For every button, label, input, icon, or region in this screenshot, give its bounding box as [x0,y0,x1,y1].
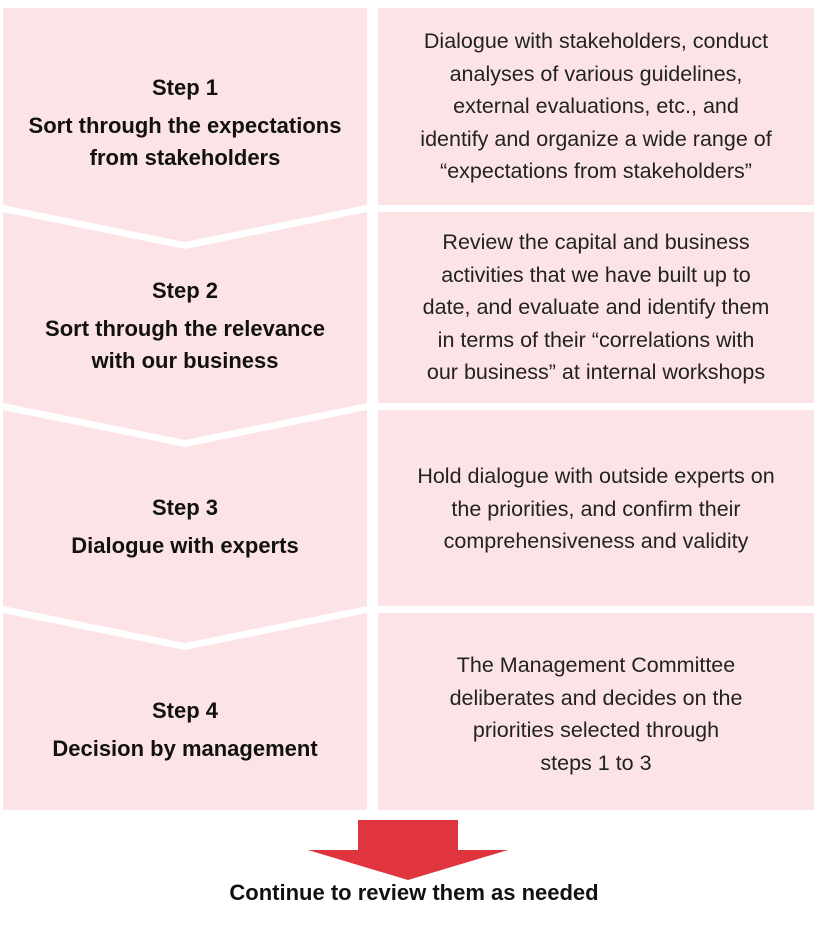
step-title: Step 1 [151,74,219,100]
description-line: “expectations from stakeholders” [440,159,752,184]
step-subtitle: Sort through the expectations [28,112,342,138]
step-title: Step 4 [151,698,219,723]
description-line: our business” at internal workshops [426,360,766,385]
description-line: priorities selected through [472,718,720,742]
step-2-chevron [3,212,367,440]
step-title: Step 3 [151,494,219,520]
description-line: analyses of various guidelines, [449,61,743,86]
step-3-chevron [3,410,367,643]
step-1-description: Dialogue with stakeholders, conduct anal… [378,8,814,205]
step-title: Step 2 [151,278,219,303]
description-line: deliberates and decides on the [449,685,743,710]
step-1-label: Step 1 Sort through the expectations fro… [3,40,367,205]
step-3-label: Step 3 Dialogue with experts [3,447,367,606]
description-line: Review the capital and business [442,230,750,255]
step-4-label: Step 4 Decision by management [3,650,367,810]
step-1-chevron [3,8,367,242]
footer-text: Continue to review them as needed [229,880,599,905]
step-3-description: Hold dialogue with outside experts on th… [378,410,814,606]
step-2-label: Step 2 Sort through the relevance with o… [3,249,367,403]
step-subtitle: Sort through the relevance [45,316,325,341]
description-line: the priorities, and confirm their [451,496,741,521]
step-subtitle: Dialogue with experts [71,532,299,558]
step-subtitle: from stakeholders [89,144,281,170]
description-line: external evaluations, etc., and [453,94,739,119]
step-4-box [3,613,367,810]
description-line: activities that we have built up to [441,262,751,287]
description-line: Hold dialogue with outside experts on [417,464,775,488]
description-line: Dialogue with stakeholders, conduct [423,29,769,54]
down-arrow-icon [308,820,508,880]
description-line: comprehensiveness and validity [443,529,749,553]
description-line: date, and evaluate and identify them [422,295,770,320]
description-line: in terms of their “correlations with [437,327,755,352]
step-4-description: The Management Committee deliberates and… [378,613,814,810]
description-line: steps 1 to 3 [540,750,652,775]
step-subtitle: with our business [91,348,279,373]
step-subtitle: Decision by management [52,736,318,761]
description-line: identify and organize a wide range of [420,126,772,151]
description-line: The Management Committee [456,653,736,677]
step-2-description: Review the capital and business activiti… [378,212,814,403]
